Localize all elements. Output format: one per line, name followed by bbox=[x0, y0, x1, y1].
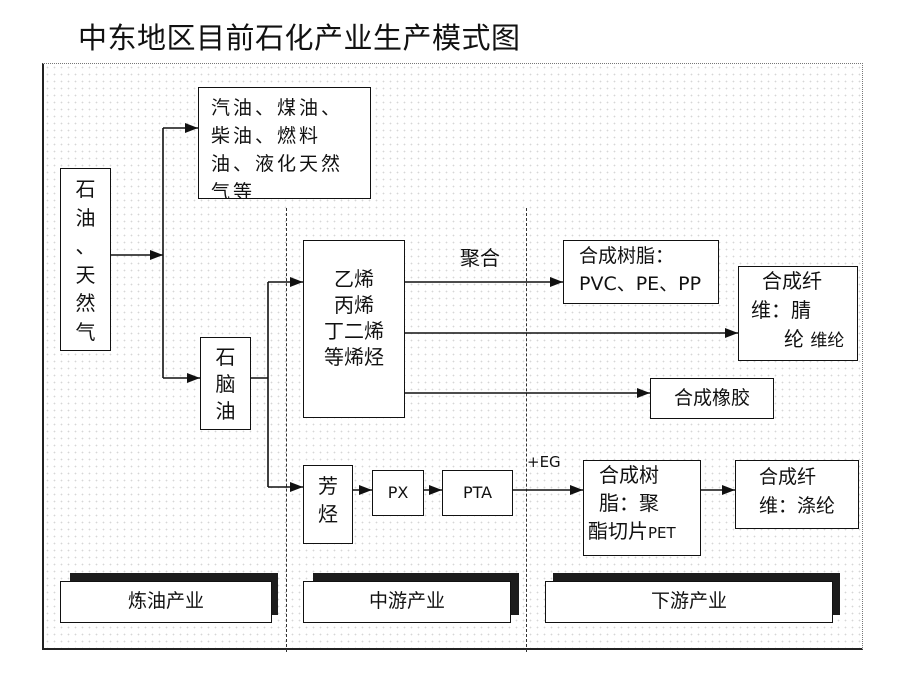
node-olefins: 乙烯 丙烯 丁二烯 等烯烃 bbox=[303, 240, 405, 418]
node-synthetic-resin: 合成树脂： PVC、PE、PP bbox=[563, 240, 719, 304]
naphtha-line-1: 石 bbox=[215, 345, 236, 369]
crude-line-5: 然 bbox=[75, 291, 96, 315]
fuels-line-2: 柴油、燃料 bbox=[211, 125, 322, 147]
node-acrylic-fiber: 合成纤 维：腈 纶 维纶 bbox=[738, 266, 858, 361]
acrylic-fiber-line-3b: 维纶 bbox=[810, 331, 845, 351]
olefins-line-2: 丙烯 bbox=[334, 293, 374, 317]
pet-line-2: 脂：聚 bbox=[599, 491, 659, 515]
polyester-fiber-line-2: 维：涤纶 bbox=[759, 495, 836, 517]
diagram-title: 中东地区目前石化产业生产模式图 bbox=[78, 21, 521, 55]
naphtha-line-3: 油 bbox=[215, 399, 236, 423]
node-polyester-fiber: 合成纤 维：涤纶 bbox=[735, 460, 859, 529]
naphtha-line-2: 脑 bbox=[215, 372, 236, 396]
crude-line-1: 石 bbox=[75, 177, 96, 201]
rubber-label: 合成橡胶 bbox=[673, 387, 750, 409]
node-fuels: 汽油、煤油、 柴油、燃料 油、液化天然 气等 bbox=[198, 87, 371, 199]
divider-midstream-downstream bbox=[526, 208, 527, 652]
resin-line-1: 合成树脂： bbox=[579, 245, 675, 267]
polyester-fiber-line-1: 合成纤 bbox=[759, 466, 817, 488]
node-pta: PTA bbox=[442, 470, 513, 516]
sector-refining: 炼油产业 bbox=[60, 581, 272, 623]
fuels-line-4: 气等 bbox=[211, 181, 256, 199]
olefins-line-4: 等烯烃 bbox=[324, 345, 384, 369]
aromatics-line-2: 烃 bbox=[318, 502, 338, 526]
edge-label-polymerization: 聚合 bbox=[460, 246, 500, 270]
crude-line-6: 气 bbox=[75, 319, 96, 344]
crude-line-2: 油 bbox=[75, 205, 96, 230]
aromatics-line-1: 芳 bbox=[318, 474, 338, 498]
px-label: PX bbox=[387, 483, 409, 502]
resin-line-2: PVC、PE、PP bbox=[579, 273, 702, 295]
pet-line-1: 合成树 bbox=[599, 463, 659, 487]
sector-midstream: 中游产业 bbox=[303, 581, 511, 623]
node-aromatics: 芳 烃 bbox=[303, 465, 353, 544]
acrylic-fiber-line-2: 维：腈 bbox=[751, 298, 811, 322]
fuels-line-1: 汽油、煤油、 bbox=[211, 97, 344, 119]
node-naphtha: 石 脑 油 bbox=[200, 337, 251, 430]
node-pet-chips: 合成树 脂：聚 酯切片PET bbox=[583, 460, 701, 556]
pet-line-3: 酯切片PET bbox=[588, 517, 700, 547]
pet-line-3b: PET bbox=[648, 524, 676, 542]
olefins-line-1: 乙烯 bbox=[334, 267, 374, 291]
acrylic-fiber-line-3: 纶 维纶 bbox=[751, 325, 857, 356]
fuels-line-3: 油、液化天然 bbox=[211, 153, 344, 175]
node-crude-oil-gas: 石 油 、 天 然 气 bbox=[60, 168, 111, 351]
node-px: PX bbox=[372, 470, 424, 516]
acrylic-fiber-line-3a: 纶 bbox=[784, 327, 804, 351]
sector-downstream: 下游产业 bbox=[545, 581, 833, 623]
divider-upstream-midstream bbox=[286, 208, 287, 652]
olefins-line-3: 丁二烯 bbox=[324, 319, 384, 343]
diagram-frame bbox=[42, 63, 863, 650]
edge-label-eg: +EG bbox=[527, 453, 561, 471]
pet-line-3a: 酯切片 bbox=[588, 519, 648, 543]
acrylic-fiber-line-1: 合成纤 bbox=[762, 269, 822, 293]
crude-line-4: 天 bbox=[75, 262, 96, 287]
node-synthetic-rubber: 合成橡胶 bbox=[650, 378, 774, 419]
pta-label: PTA bbox=[462, 483, 493, 502]
crude-line-3: 、 bbox=[75, 234, 96, 258]
